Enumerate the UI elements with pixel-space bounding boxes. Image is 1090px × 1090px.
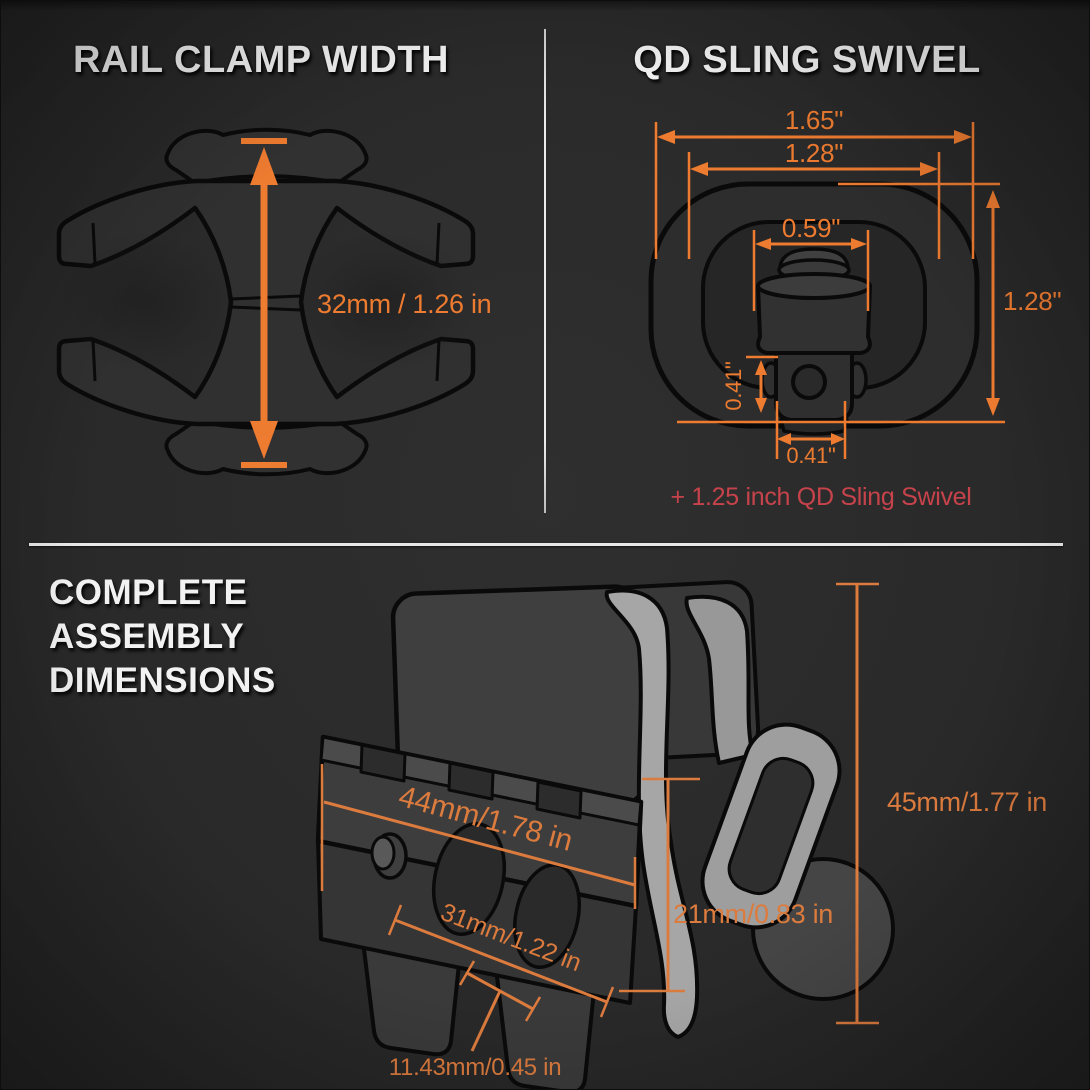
assembly-illustration: 44mm/1.78 in 21mm/0.83 in 45mm/1.77 in 3… bbox=[315, 580, 1047, 1089]
assembly-rail bbox=[315, 734, 644, 1089]
swivel-stem-height-label: 0.41" bbox=[721, 361, 746, 410]
assembly-title-line1: COMPLETE bbox=[49, 573, 248, 612]
rail-clamp-panel-title: RAIL CLAMP WIDTH bbox=[72, 39, 449, 81]
swivel-inner-width-label: 0.59" bbox=[782, 213, 840, 243]
assembly-total-height-label: 45mm/1.77 in bbox=[887, 787, 1047, 817]
assembly-body bbox=[315, 580, 895, 1089]
vertical-divider bbox=[544, 29, 546, 513]
swivel-body bbox=[648, 181, 980, 436]
assembly-title-line2: ASSEMBLY bbox=[49, 617, 245, 656]
swivel-dimensions: 1.65" 1.28" 0.59" 1.28" 0.41" bbox=[654, 105, 1062, 468]
swivel-outer-width-label: 1.65" bbox=[785, 105, 843, 135]
clamp-width-label: 32mm / 1.26 in bbox=[317, 289, 491, 319]
assembly-panel-title: COMPLETE ASSEMBLY DIMENSIONS bbox=[49, 571, 276, 703]
horizontal-divider bbox=[29, 543, 1063, 546]
swivel-stem-width-label: 0.41" bbox=[786, 443, 835, 468]
assembly-swivel-loop bbox=[700, 722, 842, 930]
assembly-clamp-height-label: 21mm/0.83 in bbox=[673, 899, 833, 929]
qd-swivel-illustration: 1.65" 1.28" 0.59" 1.28" 0.41" bbox=[648, 105, 1062, 511]
qd-swivel-panel-title: QD SLING SWIVEL bbox=[633, 39, 981, 81]
assembly-title-line3: DIMENSIONS bbox=[49, 661, 276, 700]
clamp-width-dimension: 32mm / 1.26 in bbox=[241, 138, 492, 468]
assembly-slot-width-label: 11.43mm/0.45 in bbox=[389, 1054, 562, 1081]
rail-clamp-illustration: 32mm / 1.26 in bbox=[55, 127, 492, 477]
swivel-loop-width-label: 1.28" bbox=[785, 138, 843, 168]
swivel-height-label: 1.28" bbox=[1003, 286, 1061, 316]
swivel-note: + 1.25 inch QD Sling Swivel bbox=[670, 483, 971, 511]
